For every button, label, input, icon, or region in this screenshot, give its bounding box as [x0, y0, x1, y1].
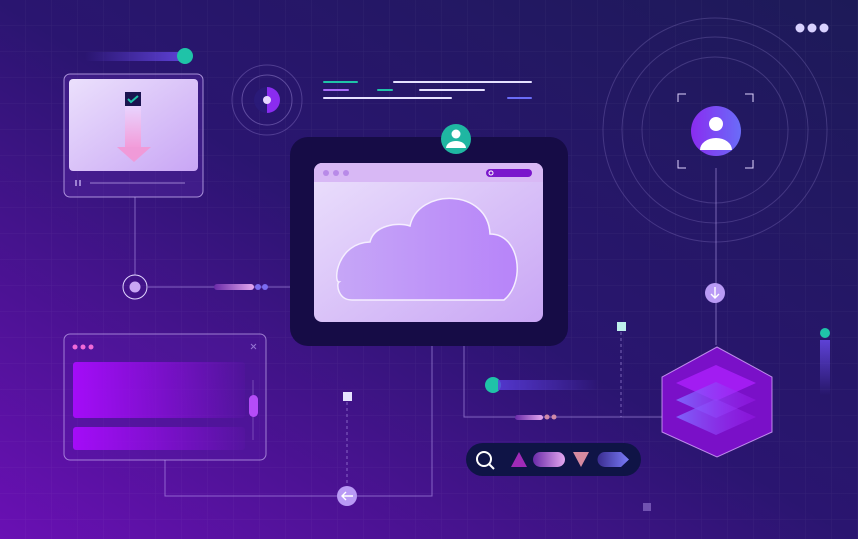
shape-toolbar: [466, 443, 641, 476]
content-block: [73, 362, 245, 418]
window-controls[interactable]: [323, 170, 349, 176]
scroll-slider[interactable]: [249, 395, 258, 417]
status-dot-right: [820, 328, 830, 338]
user-avatar-center[interactable]: [441, 124, 471, 154]
status-dot: [485, 377, 501, 393]
node-ring[interactable]: [122, 274, 148, 300]
progress-bar-top-left: [85, 52, 185, 61]
connector-lines: [134, 168, 717, 497]
radar-rings: [602, 17, 828, 243]
close-icon[interactable]: [250, 343, 257, 350]
vertical-bar: [820, 340, 830, 395]
pill-tool[interactable]: [533, 452, 565, 467]
search-icon[interactable]: [476, 451, 495, 470]
focus-frame: [677, 93, 754, 169]
flow-dots-left: [214, 284, 268, 290]
code-lines: [323, 81, 532, 99]
more-dots-icon[interactable]: [795, 23, 829, 33]
window-controls[interactable]: [72, 344, 94, 350]
content-block: [73, 427, 245, 450]
pause-icon[interactable]: [75, 180, 81, 186]
panel-window[interactable]: [63, 333, 267, 461]
user-avatar-right[interactable]: [691, 106, 741, 156]
arrow-left-icon[interactable]: [337, 486, 357, 506]
marker-square: [643, 503, 651, 511]
arrow-tag-tool[interactable]: [597, 452, 629, 467]
browser-window[interactable]: [314, 163, 543, 322]
download-arrowhead: [117, 147, 151, 162]
browser-titlebar: [314, 163, 543, 182]
flow-dots-right: [515, 414, 557, 420]
triangle-tool[interactable]: [511, 452, 527, 467]
arrow-down-icon[interactable]: [705, 283, 725, 303]
inverted-triangle-tool[interactable]: [573, 452, 589, 467]
layers-hexagon[interactable]: [661, 346, 773, 458]
target-icon: [231, 64, 303, 136]
marker-square: [343, 392, 352, 401]
cloud-icon: [335, 197, 518, 301]
download-arrow-icon: [125, 106, 141, 148]
progress-bar-mid: [498, 380, 600, 390]
search-icon: [488, 170, 494, 176]
search-input[interactable]: [486, 169, 532, 177]
node-dot: [129, 281, 141, 293]
download-card[interactable]: [63, 73, 204, 198]
status-dot: [177, 48, 193, 64]
marker-square: [617, 322, 626, 331]
